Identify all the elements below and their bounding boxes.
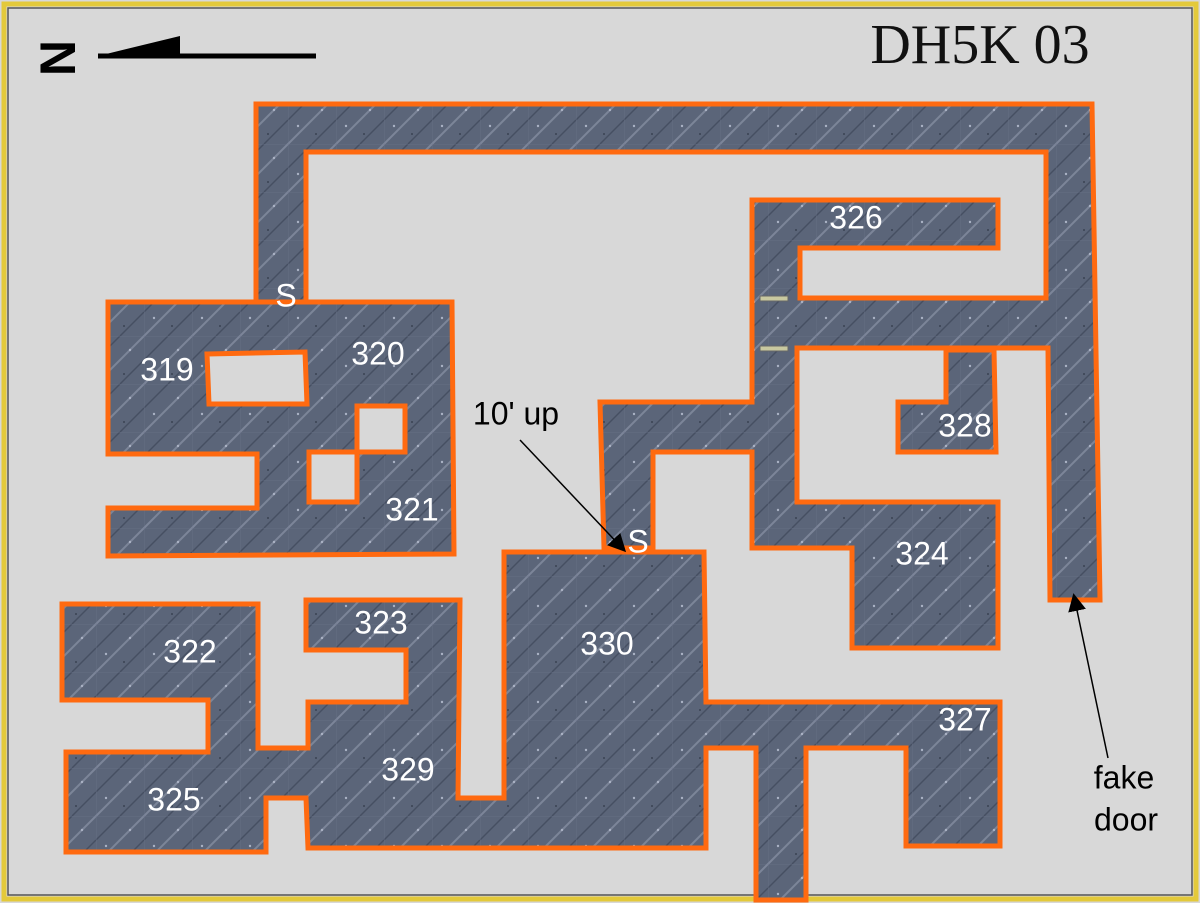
room-label-322: 322 [163, 633, 216, 669]
secret-door-label: S [627, 523, 648, 559]
secret-door-label: S [275, 277, 296, 313]
map-title: DH5K 03 [870, 14, 1089, 76]
arrow-ten-up [519, 439, 627, 553]
room-label-320: 320 [351, 335, 404, 371]
room-southern-complex [59, 549, 1003, 903]
annotation-fake-door-line1: fake [1094, 759, 1154, 795]
room-label-319: 319 [140, 351, 193, 387]
compass-north-arrow-icon: N [30, 36, 316, 76]
annotation-ten-up: 10' up [473, 395, 559, 431]
pillar-319 [204, 349, 310, 407]
pillar-321 [306, 449, 360, 505]
door-marker [759, 295, 789, 302]
room-319-320-321 [105, 299, 457, 559]
room-label-326: 326 [829, 199, 882, 235]
compass-label: N [30, 40, 86, 76]
arrow-fake-door [1068, 593, 1109, 759]
corridor-north-loop [253, 101, 1103, 651]
pillar-320 [354, 403, 408, 455]
room-label-328: 328 [938, 407, 991, 443]
room-label-327: 327 [938, 701, 991, 737]
room-label-329: 329 [381, 751, 434, 787]
room-label-321: 321 [385, 491, 438, 527]
room-label-324: 324 [895, 535, 948, 571]
room-label-323: 323 [354, 604, 407, 640]
door-marker [759, 345, 789, 352]
annotation-fake-door-line2: door [1094, 801, 1158, 837]
room-label-325: 325 [147, 781, 200, 817]
room-label-330: 330 [580, 625, 633, 661]
room-328 [895, 347, 999, 455]
